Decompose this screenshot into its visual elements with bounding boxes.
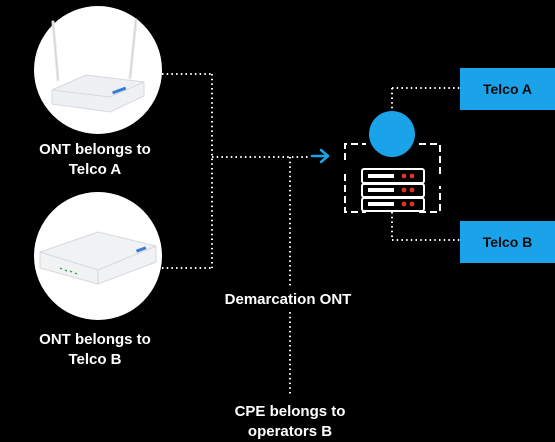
telco-b-badge: Telco B <box>460 221 555 263</box>
telco-a-badge: Telco A <box>460 68 555 110</box>
ont-box-icon <box>34 192 162 320</box>
olt-bracket <box>344 143 441 213</box>
ont-a-label: ONT belongs to Telco A <box>39 141 151 178</box>
cpe-label: CPE belongs to operators B <box>234 403 346 440</box>
olt-circle-icon <box>369 111 415 157</box>
demarcation-label: Demarcation ONT <box>188 288 388 312</box>
server-rack-icon <box>361 168 425 212</box>
arrow-right-icon <box>310 148 330 164</box>
router-with-antennas-icon <box>34 6 162 134</box>
ont-b-label: ONT belongs to Telco B <box>39 331 151 368</box>
